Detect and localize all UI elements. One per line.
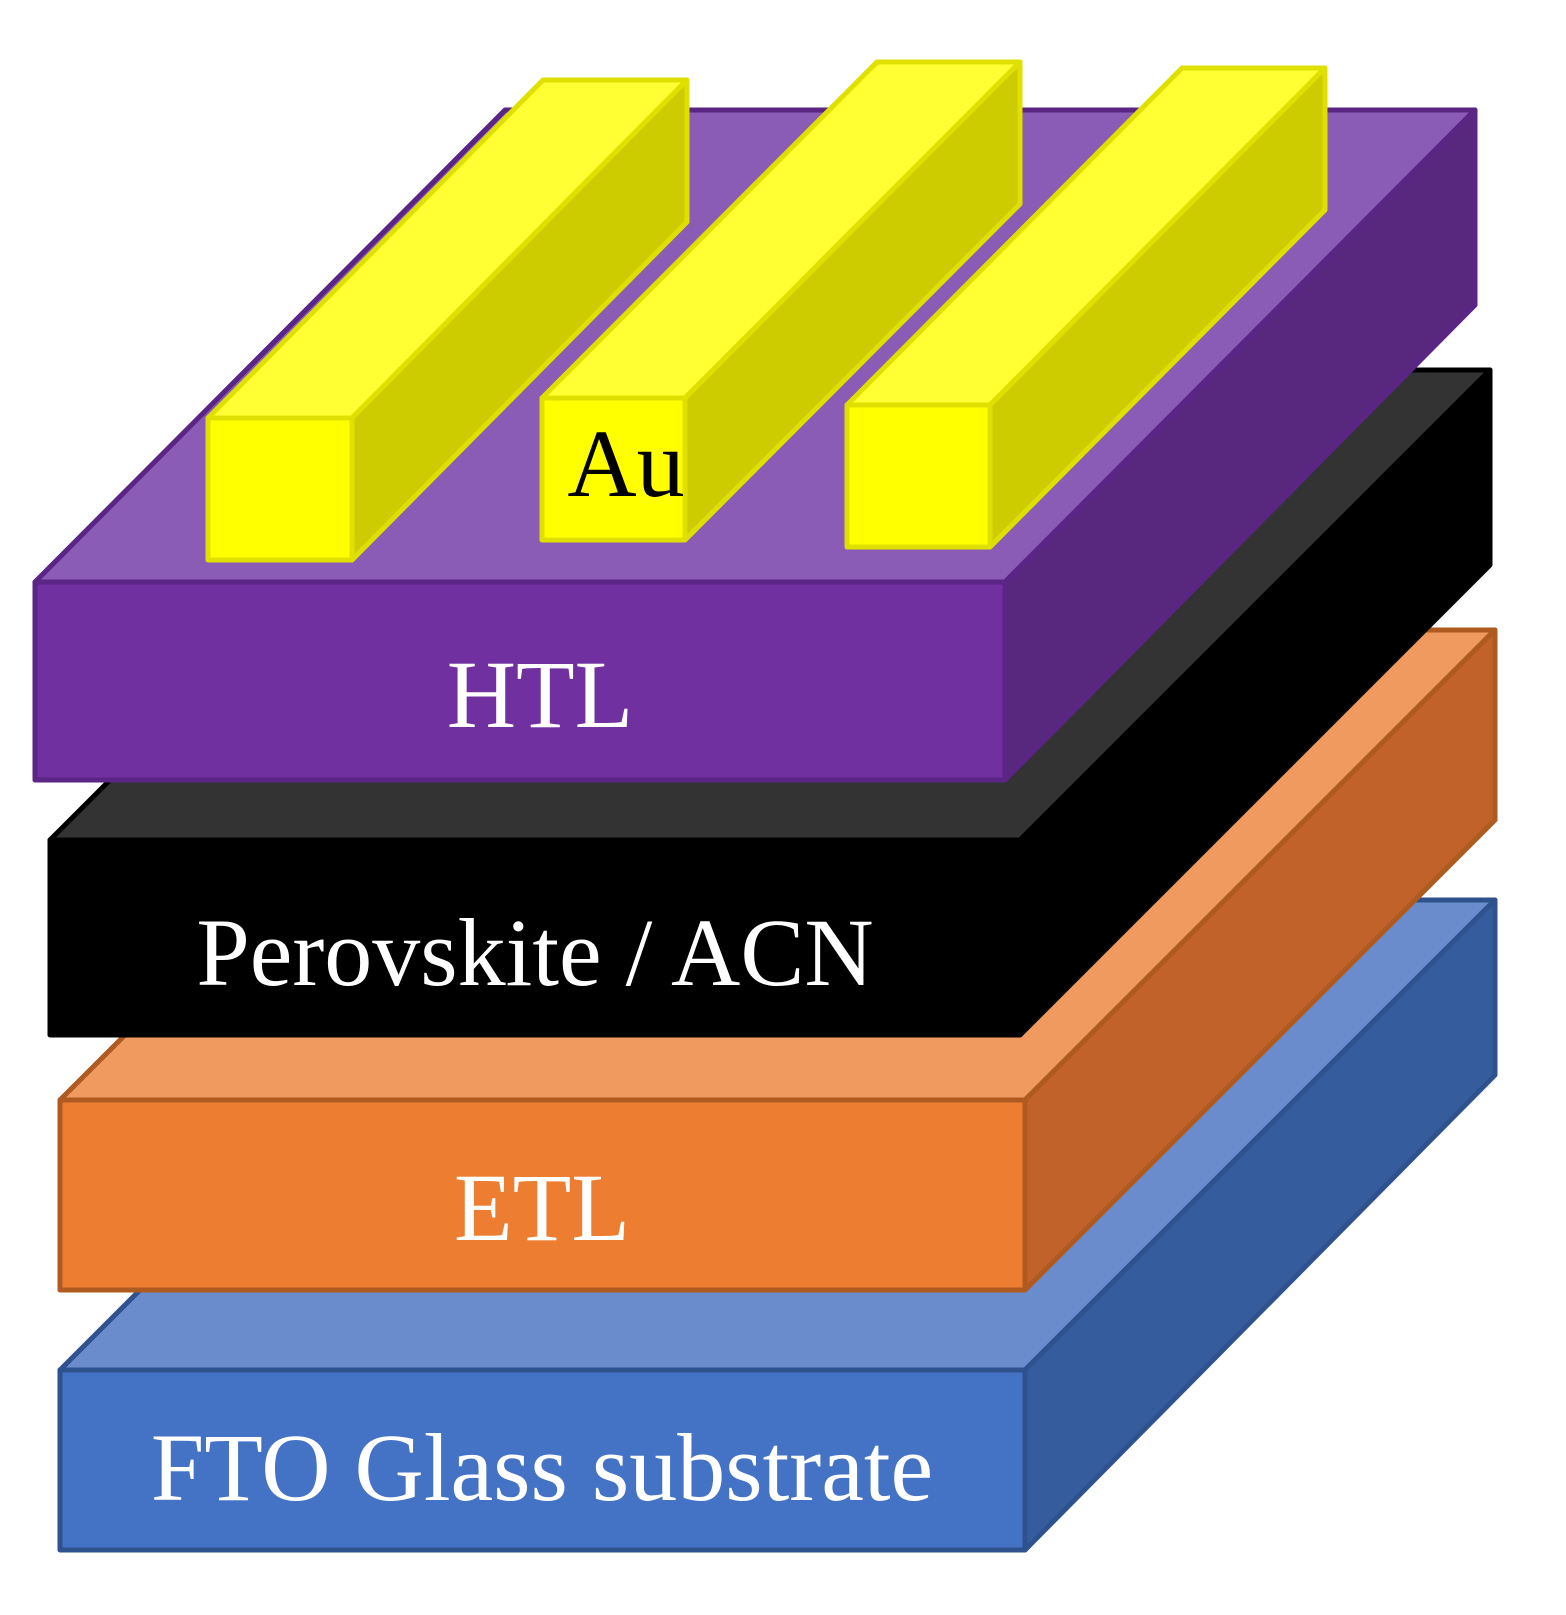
au-electrode-2-front-face — [539, 395, 688, 543]
layer-etl-label: ETL — [454, 1154, 630, 1261]
au-electrode-2: Au — [539, 59, 1023, 543]
au-electrode-1-front-face — [205, 415, 355, 563]
layer-perovskite-front-face — [47, 837, 1023, 1038]
layer-htl-label: HTL — [447, 641, 634, 748]
layer-fto-label: FTO Glass substrate — [151, 1414, 933, 1521]
layer-fto-front-face — [57, 1367, 1028, 1553]
au-electrode-3-front-face — [844, 402, 993, 550]
layer-etl-front-face — [57, 1097, 1028, 1293]
au-electrode-label: Au — [567, 410, 684, 517]
au-electrode-3 — [844, 65, 1328, 550]
layer-htl-front-face — [32, 579, 1008, 783]
au-electrodes: Au — [205, 59, 1328, 563]
au-electrode-1 — [205, 77, 690, 563]
layer-perovskite-label: Perovskite / ACN — [196, 899, 873, 1006]
